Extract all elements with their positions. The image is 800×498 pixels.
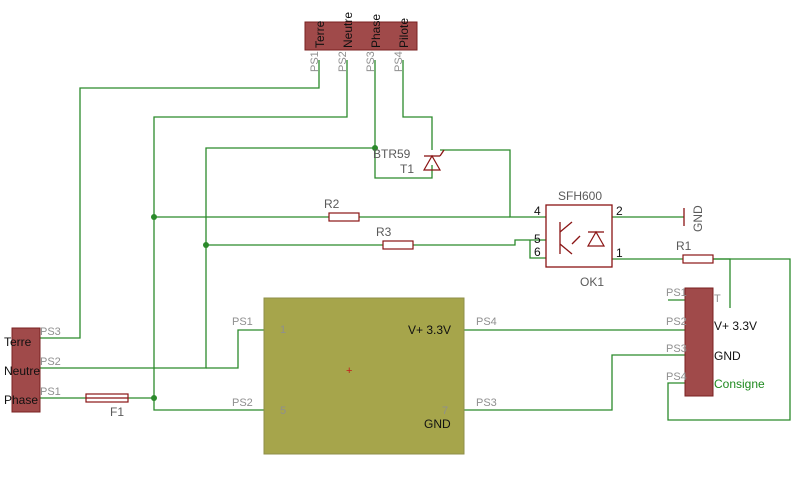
top-pin-1: PS1: [309, 51, 321, 72]
right-pin-3: PS3: [666, 343, 687, 355]
right-vplus-label: V+ 3.3V: [714, 319, 757, 333]
right-connector-name: Consigne: [714, 377, 765, 391]
junctions: [151, 145, 378, 401]
resistor-r1: R1: [676, 239, 714, 264]
top-pin-3: PS3: [365, 51, 377, 72]
resistor-body: [328, 212, 360, 222]
opto-pin-4: 4: [534, 204, 541, 218]
top-signal-terre: Terre: [313, 20, 327, 48]
wire-gate: [440, 149, 546, 218]
wire-terre: [40, 60, 320, 339]
resistor-r3-label: R3: [376, 225, 392, 239]
wire-neutre-top: [153, 60, 348, 411]
left-signal-terre: Terre: [4, 335, 32, 349]
resistor-r2-label: R2: [324, 197, 340, 211]
opto-light-arrow: [571, 235, 581, 245]
right-pin-t: T: [714, 293, 721, 305]
opto-pin-1: 1: [616, 246, 623, 260]
left-pin-3: PS3: [40, 326, 61, 338]
right-connector: PS1 PS2 PS3 PS4 T V+ 3.3V GND Consigne: [666, 287, 765, 397]
left-connector-body: [11, 327, 41, 413]
power-module-body: [263, 297, 465, 455]
module-center-mark: +: [346, 365, 352, 377]
top-pin-2: PS2: [337, 51, 349, 72]
top-connector-body: [304, 21, 418, 51]
top-signal-pilote: Pilote: [397, 18, 411, 48]
module-wire-label-ps4: PS4: [476, 316, 497, 328]
opto-name: OK1: [580, 275, 604, 289]
opto-value: SFH600: [558, 189, 602, 203]
opto-led: [586, 230, 606, 247]
opto-collector: [559, 221, 573, 233]
wire-r3-right: [413, 239, 546, 246]
ground-symbol: GND: [683, 205, 705, 232]
module-wire-label-ps1: PS1: [232, 316, 253, 328]
left-signal-neutre: Neutre: [4, 364, 40, 378]
junction-dot: [151, 214, 157, 220]
module-vplus-label: V+ 3.3V: [408, 323, 451, 337]
opto-emitter: [559, 243, 573, 255]
right-pin-2: PS2: [666, 316, 687, 328]
wire-consigne-loop: [667, 258, 791, 421]
wire-mod-gnd: [464, 354, 685, 411]
left-pin-2: PS2: [40, 356, 61, 368]
resistor-body: [382, 240, 414, 250]
opto-body: [545, 204, 613, 268]
module-gnd-label: GND: [424, 417, 451, 431]
resistor-r2: R2: [324, 197, 360, 222]
junction-dot: [372, 145, 378, 151]
module-wire-label-ps3: PS3: [476, 397, 497, 409]
resistor-r3: R3: [376, 225, 414, 250]
power-module: + 1 5 V+ 3.3V 7 GND PS1 PS2 PS4 PS3: [232, 297, 497, 455]
wires: [40, 60, 791, 421]
triac-value: BTR59: [373, 147, 411, 161]
fuse-f1: F1: [85, 393, 129, 419]
wire-pilote: [402, 60, 433, 150]
triac-name: T1: [400, 162, 414, 176]
module-pin-5: 5: [280, 405, 286, 417]
right-pin-4: PS4: [666, 371, 687, 383]
top-signal-phase: Phase: [369, 14, 383, 48]
right-pin-1: PS1: [666, 287, 687, 299]
module-pin-1: 1: [280, 324, 286, 336]
opto-pin-5: 5: [534, 232, 541, 246]
junction-dot: [151, 395, 157, 401]
module-wire-label-ps2: PS2: [232, 397, 253, 409]
opto-pin-6: 6: [534, 245, 541, 259]
wire-opto-6: [529, 240, 546, 259]
left-pin-1: PS1: [40, 386, 61, 398]
resistor-body: [682, 254, 714, 264]
right-connector-body: [684, 287, 714, 397]
fuse-label: F1: [110, 405, 124, 419]
left-connector: Terre Neutre Phase PS3 PS2 PS1: [4, 326, 61, 413]
triac-t1: BTR59 T1: [373, 147, 445, 176]
module-pin-7: 7: [442, 405, 448, 417]
triac-symbol: [422, 154, 442, 171]
resistor-r1-label: R1: [676, 239, 692, 253]
junction-dot: [203, 242, 209, 248]
top-pin-4: PS4: [393, 51, 405, 72]
triac-gate: [439, 149, 445, 157]
ground-label: GND: [691, 205, 705, 232]
top-signal-neutre: Neutre: [341, 12, 355, 48]
optocoupler-ok1: SFH600 OK1 4 5 6 2 1: [534, 189, 623, 289]
right-gnd-label: GND: [714, 349, 741, 363]
top-connector: Terre Neutre Phase Pilote PS1 PS2 PS3 PS…: [304, 12, 418, 72]
opto-pin-2: 2: [616, 204, 623, 218]
left-signal-phase: Phase: [4, 393, 38, 407]
wire-mod-1: [206, 329, 264, 369]
